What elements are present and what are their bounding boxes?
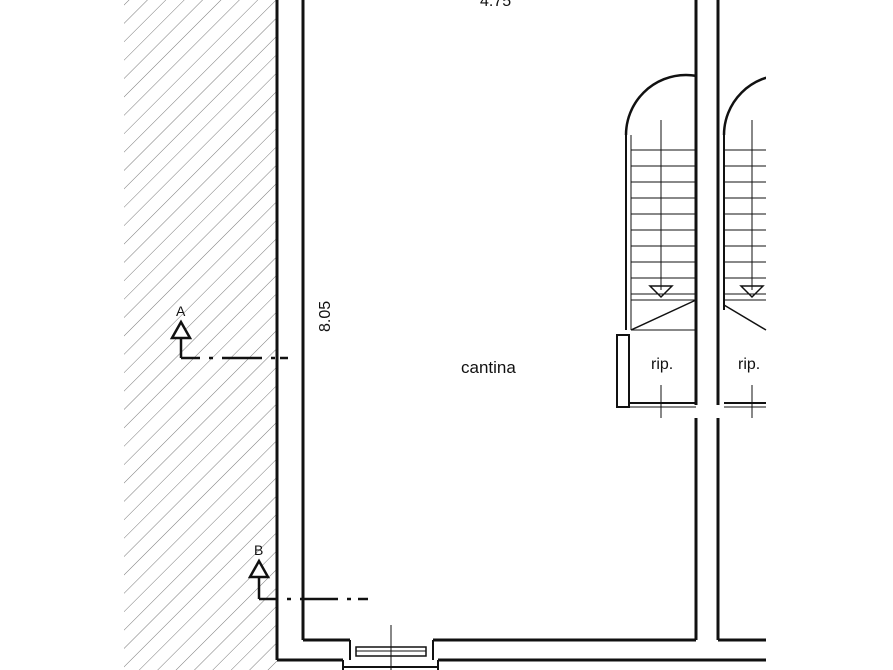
section-label-b: B xyxy=(254,542,263,558)
staircase-left xyxy=(616,73,697,418)
room-label-cantina: cantina xyxy=(461,358,516,377)
closet-label-left: rip. xyxy=(651,356,673,373)
section-marker-a xyxy=(169,319,288,360)
section-label-a: A xyxy=(176,303,186,319)
walls xyxy=(275,0,766,662)
bottom-window xyxy=(342,625,439,670)
closet-label-right: rip. xyxy=(738,356,760,373)
terrain-hatch xyxy=(124,0,277,670)
staircase-right xyxy=(722,76,767,418)
dimension-height-label: 8.05 xyxy=(317,301,334,332)
section-marker-b xyxy=(247,558,368,601)
dimension-width-label: 4.75 xyxy=(480,0,511,10)
